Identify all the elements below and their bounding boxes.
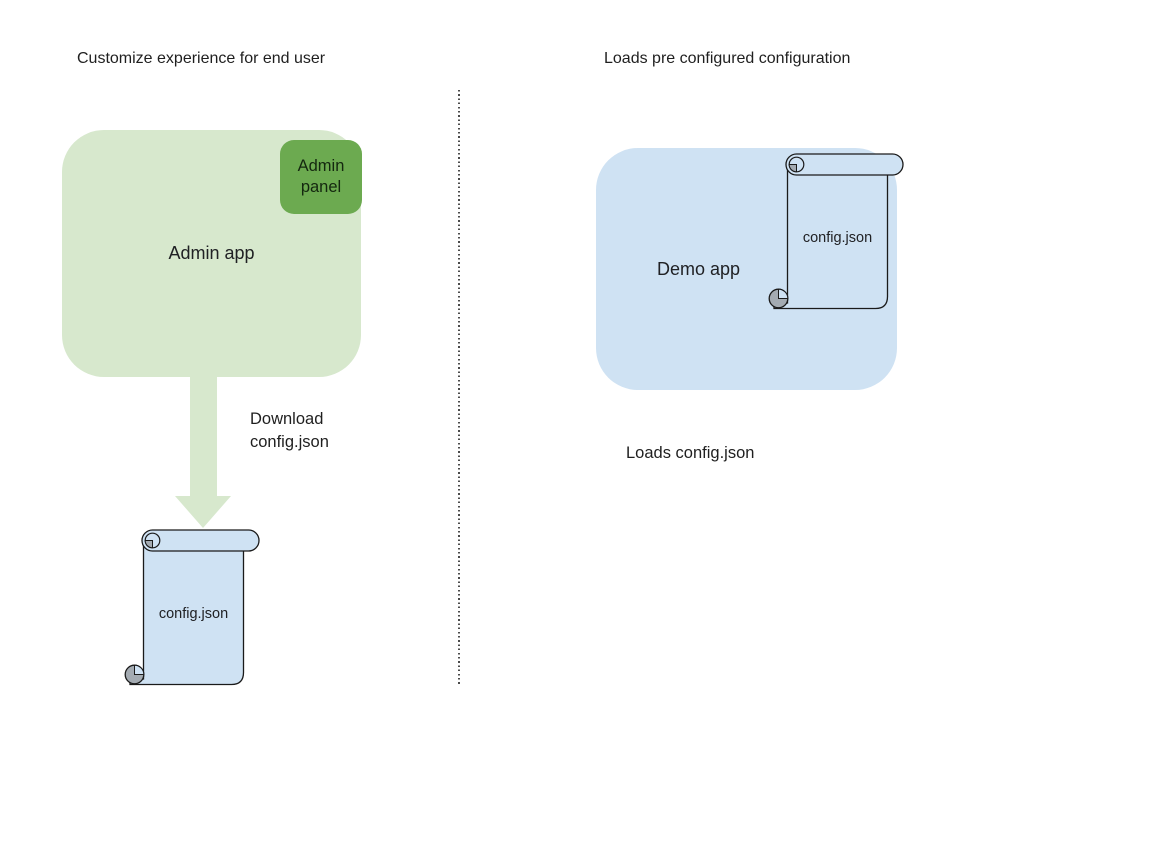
config-file-scroll-right: config.json — [768, 153, 904, 310]
admin-app-label: Admin app — [168, 243, 255, 263]
scroll-top-curl-shade — [144, 540, 153, 549]
scroll-shape — [768, 153, 904, 310]
scroll-shape — [124, 529, 260, 686]
config-file-label-right: config.json — [803, 230, 872, 246]
download-label-line2: config.json — [250, 432, 329, 451]
download-label: Download config.json — [250, 408, 329, 453]
demo-app-label: Demo app — [657, 259, 741, 279]
admin-app-box: Admin app Admin panel — [62, 130, 362, 377]
admin-panel-label: Admin panel — [297, 157, 345, 196]
scroll-top-roll — [141, 529, 260, 552]
scroll-bottom-curl-notch — [134, 664, 145, 675]
section-divider — [458, 90, 460, 686]
scroll-top-roll — [785, 153, 904, 176]
config-file-label-left: config.json — [159, 606, 228, 622]
config-file-scroll-left: config.json — [124, 529, 260, 686]
loads-config-caption: Loads config.json — [626, 444, 755, 462]
scroll-top-curl-shade — [788, 164, 797, 173]
download-arrow-icon — [175, 377, 231, 528]
right-section-title: Loads pre configured configuration — [604, 50, 851, 67]
admin-panel-box: Admin panel — [280, 140, 362, 214]
download-label-line1: Download — [250, 410, 324, 428]
scroll-bottom-curl-notch — [778, 288, 789, 299]
left-section-title: Customize experience for end user — [77, 50, 326, 67]
